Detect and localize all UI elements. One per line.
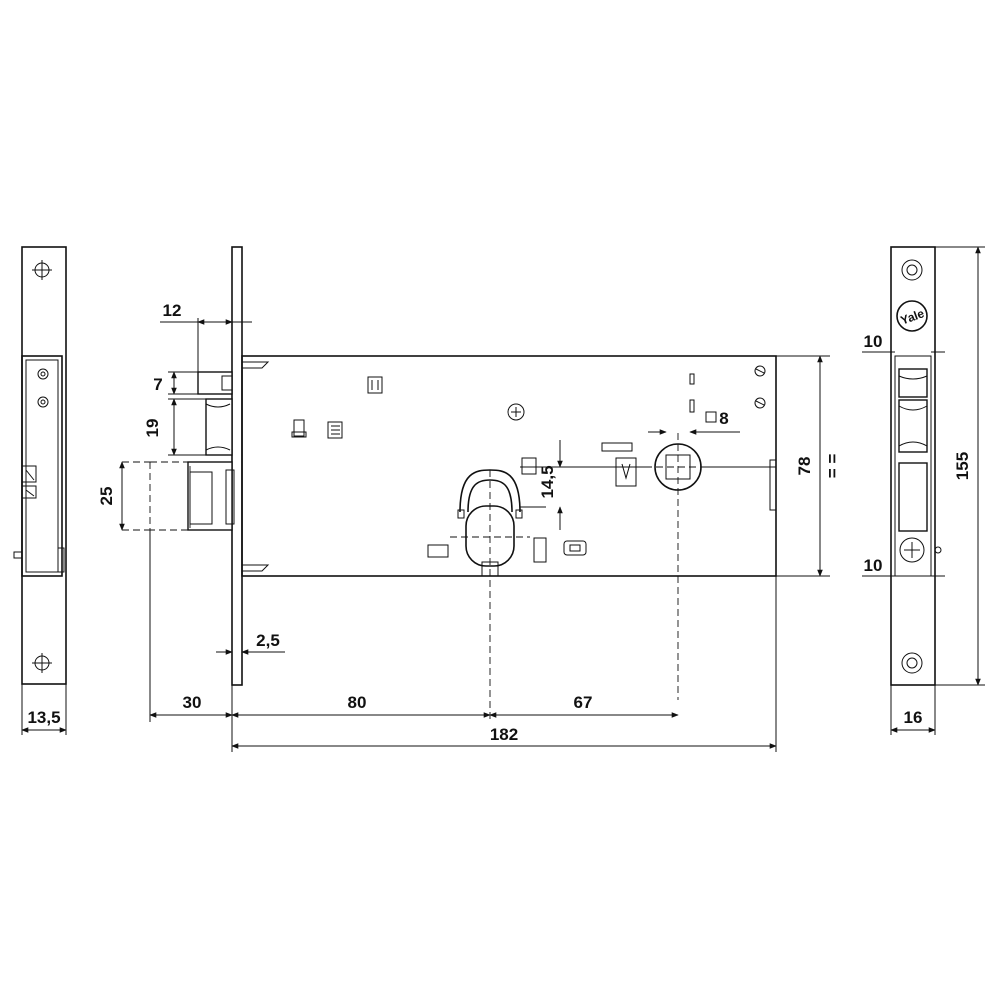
front-bolt (898, 462, 928, 532)
latch-tongue (205, 398, 233, 456)
front-bottom-screw-hole-icon (901, 652, 923, 674)
case-part-2 (293, 419, 305, 437)
dim-faceplate-thickness: 2,5 (256, 631, 280, 650)
dim-backset: 30 (183, 693, 202, 712)
dim-latch-height: 7 (153, 375, 162, 394)
dim-side-width: 13,5 (27, 708, 60, 727)
dimension-lines: 12 7 19 25 2,5 30 80 67 182 (97, 246, 985, 752)
front-view: Yale (890, 246, 942, 686)
yale-logo-icon (896, 300, 928, 332)
yale-logo-text: Yale (899, 306, 927, 327)
dim-case-height: 78 (795, 457, 814, 476)
front-faceplate (890, 246, 936, 686)
dim-faceplate-width: 16 (904, 708, 923, 727)
dim-faceplate-length: 155 (953, 452, 972, 480)
case-screw-icon (507, 403, 525, 421)
dim-spindle-square: 8 (719, 409, 728, 428)
dim-key-to-spindle-left: 80 (348, 693, 367, 712)
dim-key-offset: 14,5 (538, 465, 557, 498)
front-top-screw-hole-icon (901, 259, 923, 281)
dim-key-to-spindle-right: 67 (574, 693, 593, 712)
dead-bolt (187, 461, 233, 531)
case-part-3 (327, 421, 343, 439)
dim-bolt-height: 25 (97, 487, 116, 506)
dim-latch-offset: 12 (163, 301, 182, 320)
case-part-9 (563, 540, 587, 556)
dim-equal-mark: = = (823, 454, 842, 479)
side-view: 13,5 (13, 246, 67, 735)
case-part-4 (521, 457, 537, 475)
dim-overall-length: 182 (490, 725, 518, 744)
main-view (122, 246, 777, 720)
lock-case (241, 355, 777, 577)
case-part-6 (615, 457, 637, 487)
dim-latch-gap: 19 (143, 419, 162, 438)
case-part-8 (533, 537, 547, 563)
main-faceplate (231, 246, 243, 686)
case-part-1 (367, 376, 383, 394)
case-part-5 (601, 442, 633, 452)
dim-front-top-gap: 10 (864, 332, 883, 351)
front-latch (898, 368, 928, 398)
front-cross-screw-icon (899, 537, 925, 563)
latch-bolt (197, 371, 233, 395)
case-part-7 (427, 544, 449, 558)
dim-front-bottom-gap: 10 (864, 556, 883, 575)
